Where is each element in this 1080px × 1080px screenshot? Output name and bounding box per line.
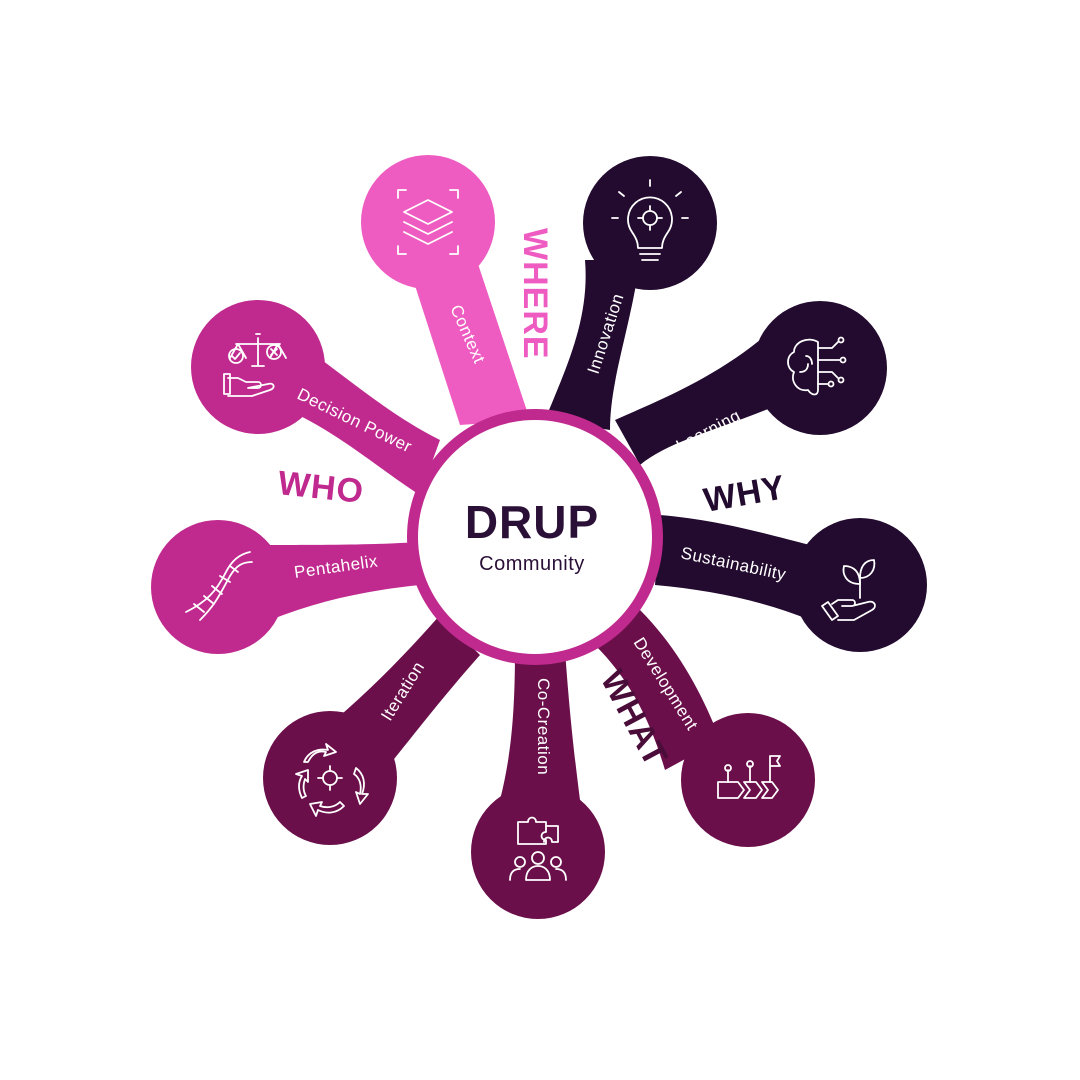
spoke-iteration: Iteration [263,615,480,845]
spoke-decision-power: Decision Power [191,300,440,495]
brain-circuit-icon [787,336,847,396]
puzzle-team-icon [509,816,567,881]
spoke-context: Context [361,155,530,425]
category-label-where: WHERE [516,228,554,360]
hub-title: DRUP [465,496,599,548]
spoke-development: Development [595,610,815,847]
roadmap-flag-icon [717,755,781,799]
lightbulb-gear-icon [611,179,689,261]
layers-icon [397,189,459,255]
category-label-why: WHY [701,468,789,520]
scale-hand-icon [223,333,287,397]
spoke-sustainability: Sustainability [655,515,927,652]
dna-icon [185,551,253,621]
spoke-co-creation: Co-Creation [471,650,605,919]
spoke-learning: Learning [615,301,887,465]
plant-hand-icon [821,559,876,621]
category-label-who: WHO [276,464,366,511]
hub: DRUP Community [407,409,663,665]
spoke-label-co-creation: Co-Creation [534,678,553,775]
hub-center [418,420,652,654]
cycle-gear-icon [295,743,369,817]
hub-subtitle: Community [479,553,585,575]
spoke-pentahelix: Pentahelix [151,520,420,654]
